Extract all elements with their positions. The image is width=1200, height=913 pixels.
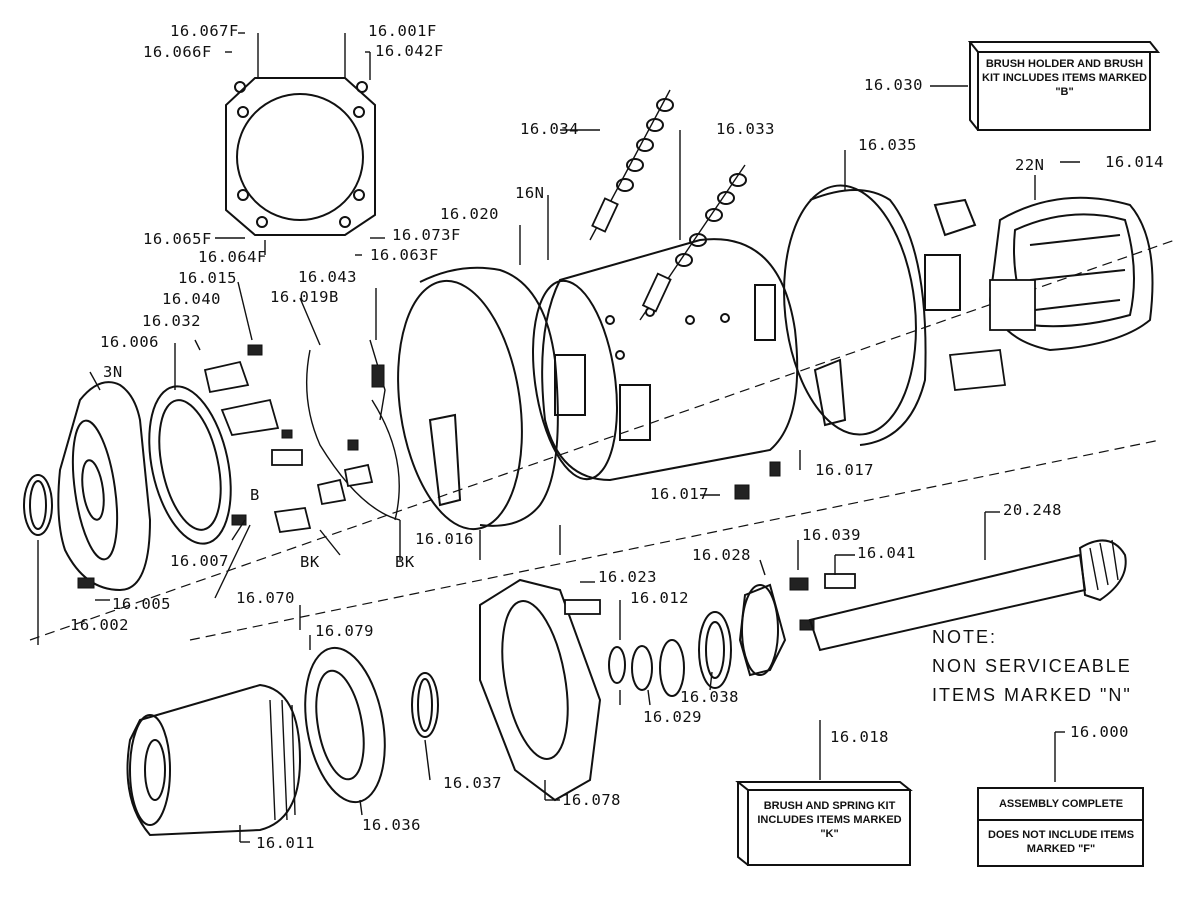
drive-ring: [304, 646, 386, 804]
label-16000: 16.000: [1070, 723, 1129, 741]
label-16016: 16.016: [415, 530, 474, 548]
label-16064f: 16.064F: [198, 248, 267, 266]
axis-line-lower: [189, 439, 1161, 641]
label-16006: 16.006: [100, 333, 159, 351]
end-plate-3n: [57, 381, 152, 592]
label-16001f: 16.001F: [368, 22, 437, 40]
label-16032: 16.032: [142, 312, 201, 330]
axis-line-upper: [29, 239, 1176, 641]
label-16002: 16.002: [70, 616, 129, 634]
bolt-stack-right: [639, 164, 747, 321]
label-16038: 16.038: [680, 688, 739, 706]
drive-shaft: [808, 539, 1127, 652]
does-not-include-text: DOES NOT INCLUDE ITEMS MARKED "F": [987, 829, 1135, 855]
field-frame: [532, 238, 799, 482]
field-coil-assembly: [924, 196, 1154, 391]
label-16034: 16.034: [520, 120, 579, 138]
brush-spring-kit-text: BRUSH AND SPRING KIT INCLUDES ITEMS MARK…: [757, 800, 902, 840]
label-16035: 16.035: [858, 136, 917, 154]
label-16n: 16N: [515, 184, 545, 202]
label-16040: 16.040: [162, 290, 221, 308]
drive-end-housing: [479, 578, 602, 802]
label-20248: 20.248: [1003, 501, 1062, 519]
snap-ring: [23, 474, 53, 536]
label-16066f: 16.066F: [143, 43, 212, 61]
label-16020: 16.020: [440, 205, 499, 223]
label-16036: 16.036: [362, 816, 421, 834]
leader-lines: [37, 32, 1080, 843]
label-16005: 16.005: [112, 595, 171, 613]
label-16073f: 16.073F: [392, 226, 461, 244]
label-bk-2: BK: [395, 553, 415, 571]
kit-box-brush-spring: [735, 781, 913, 866]
label-22n: 22N: [1015, 156, 1045, 174]
bearing-ring: [148, 385, 232, 545]
label-16079: 16.079: [315, 622, 374, 640]
label-16023: 16.023: [598, 568, 657, 586]
flange-plate: [738, 573, 856, 677]
starter-drive: [126, 683, 302, 837]
washer-set: [564, 599, 732, 697]
screw-16017: [734, 484, 750, 500]
label-16067f: 16.067F: [170, 22, 239, 40]
label-16014: 16.014: [1105, 153, 1164, 171]
note-line-2: NON SERVICEABLE: [932, 656, 1132, 676]
gasket-plate: [225, 77, 376, 236]
cover-band: [783, 184, 927, 446]
label-3n: 3N: [103, 363, 123, 381]
label-16029: 16.029: [643, 708, 702, 726]
label-16007: 16.007: [170, 552, 229, 570]
snap-ring-16037: [411, 672, 439, 738]
label-16028: 16.028: [692, 546, 751, 564]
label-16070: 16.070: [236, 589, 295, 607]
label-16078: 16.078: [562, 791, 621, 809]
bolt-stack-left: [589, 89, 674, 241]
assembly-box: [977, 787, 1144, 867]
label-16019b: 16.019B: [270, 288, 339, 306]
label-16037: 16.037: [443, 774, 502, 792]
label-16043: 16.043: [298, 268, 357, 286]
label-16039: 16.039: [802, 526, 861, 544]
kit-box-brush-holder: [967, 41, 1161, 131]
label-16017-b: 16.017: [815, 461, 874, 479]
label-16011: 16.011: [256, 834, 315, 852]
assembly-complete-text: ASSEMBLY COMPLETE: [998, 798, 1124, 810]
label-16012: 16.012: [630, 589, 689, 607]
label-b: B: [250, 486, 260, 504]
label-16033: 16.033: [716, 120, 775, 138]
label-bk-1: BK: [300, 553, 320, 571]
brush-holder-kit-text: BRUSH HOLDER AND BRUSH KIT INCLUDES ITEM…: [982, 58, 1147, 98]
label-16018: 16.018: [830, 728, 889, 746]
housing-shell: [397, 266, 559, 531]
label-16017-a: 16.017: [650, 485, 709, 503]
label-16063f: 16.063F: [370, 246, 439, 264]
label-16041: 16.041: [857, 544, 916, 562]
label-16030: 16.030: [864, 76, 923, 94]
label-16042f: 16.042F: [375, 42, 444, 60]
note-line-3: ITEMS MARKED "N": [932, 685, 1132, 705]
label-16065f: 16.065F: [143, 230, 212, 248]
brush-parts: [77, 339, 401, 589]
label-16015: 16.015: [178, 269, 237, 287]
note-heading: NOTE:: [932, 627, 998, 647]
